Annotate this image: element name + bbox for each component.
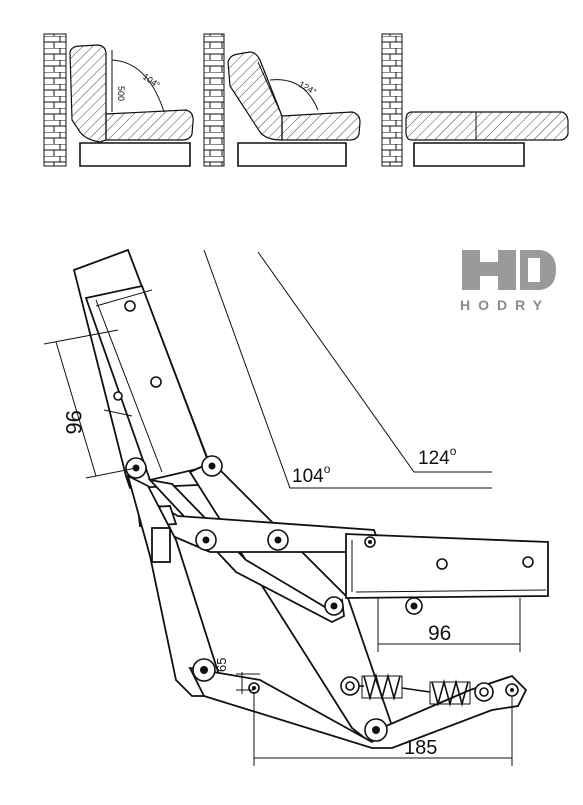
spring-right bbox=[429, 678, 471, 708]
sofa-diagram-124: 124° bbox=[203, 33, 361, 167]
hole bbox=[124, 300, 136, 312]
pin bbox=[201, 455, 223, 477]
hole bbox=[150, 376, 162, 388]
seat-cushion bbox=[105, 109, 194, 141]
logo-d-hole bbox=[528, 258, 540, 282]
bracket-inner-edge bbox=[95, 299, 163, 473]
dim-seat-value: 96 bbox=[428, 622, 451, 645]
pin bbox=[324, 596, 344, 616]
spring-housing bbox=[361, 675, 403, 699]
angle-arc bbox=[111, 59, 165, 113]
pin bbox=[405, 597, 423, 615]
leg-stop-block bbox=[151, 527, 171, 563]
pin bbox=[505, 683, 519, 697]
dim-backrest: 96 bbox=[43, 329, 137, 479]
dim-base: 185 bbox=[253, 692, 513, 766]
mounting-holes bbox=[113, 300, 534, 570]
angle-104-value: 104o bbox=[292, 462, 331, 487]
angle-reference-lines: 104o 124o bbox=[203, 249, 492, 489]
pivot-pins bbox=[125, 455, 519, 742]
angle-124-value: 124o bbox=[418, 444, 457, 469]
angle-124-reference bbox=[257, 251, 492, 473]
backrest-cushion bbox=[227, 51, 283, 141]
pin bbox=[474, 682, 494, 702]
pin bbox=[267, 529, 289, 551]
seat-plate-bottom-edge bbox=[355, 589, 547, 593]
sofa-base bbox=[237, 142, 347, 167]
pin bbox=[195, 529, 217, 551]
seat-cushion bbox=[281, 111, 361, 141]
dim-backrest-value: 96 bbox=[61, 410, 86, 434]
spring-housing bbox=[429, 681, 471, 705]
bracket-edge bbox=[95, 289, 153, 307]
dim-small: 65 bbox=[214, 658, 260, 694]
wall-brick bbox=[203, 33, 225, 167]
wall-brick bbox=[43, 33, 67, 167]
sofa-diagram-bed bbox=[381, 33, 569, 167]
dim-small-value: 65 bbox=[214, 658, 229, 672]
hole bbox=[522, 556, 534, 568]
secondary-link bbox=[147, 478, 345, 624]
brand-name: HODRY bbox=[460, 297, 550, 313]
pin bbox=[248, 682, 260, 694]
sofa-base bbox=[79, 142, 191, 167]
logo-h-bar bbox=[480, 262, 498, 276]
angle-arc bbox=[269, 79, 319, 111]
logo-h-left bbox=[462, 250, 480, 290]
wall-brick bbox=[381, 33, 403, 167]
sofa-base bbox=[413, 142, 525, 167]
dim-seat: 96 bbox=[377, 598, 521, 652]
pin bbox=[340, 676, 360, 696]
backrest-cushion bbox=[69, 44, 107, 143]
hodry-logo: HODRY bbox=[460, 250, 556, 313]
angle-ray bbox=[257, 61, 283, 117]
height-label: 500 bbox=[116, 86, 126, 101]
pin bbox=[364, 536, 376, 548]
hole bbox=[113, 391, 123, 401]
logo-h-right bbox=[498, 250, 516, 290]
base-link bbox=[188, 666, 528, 749]
angle-104-reference bbox=[203, 249, 492, 489]
bed-mattress bbox=[405, 111, 569, 141]
pin bbox=[364, 718, 388, 742]
pin bbox=[192, 658, 216, 682]
hole bbox=[436, 558, 448, 570]
angle-label-124: 124° bbox=[297, 79, 318, 97]
dim-base-value: 185 bbox=[404, 737, 437, 759]
sofa-diagram-104: 500 104° bbox=[43, 33, 194, 167]
spring-connector bbox=[401, 687, 431, 693]
angle-label-104: 104° bbox=[141, 71, 162, 90]
